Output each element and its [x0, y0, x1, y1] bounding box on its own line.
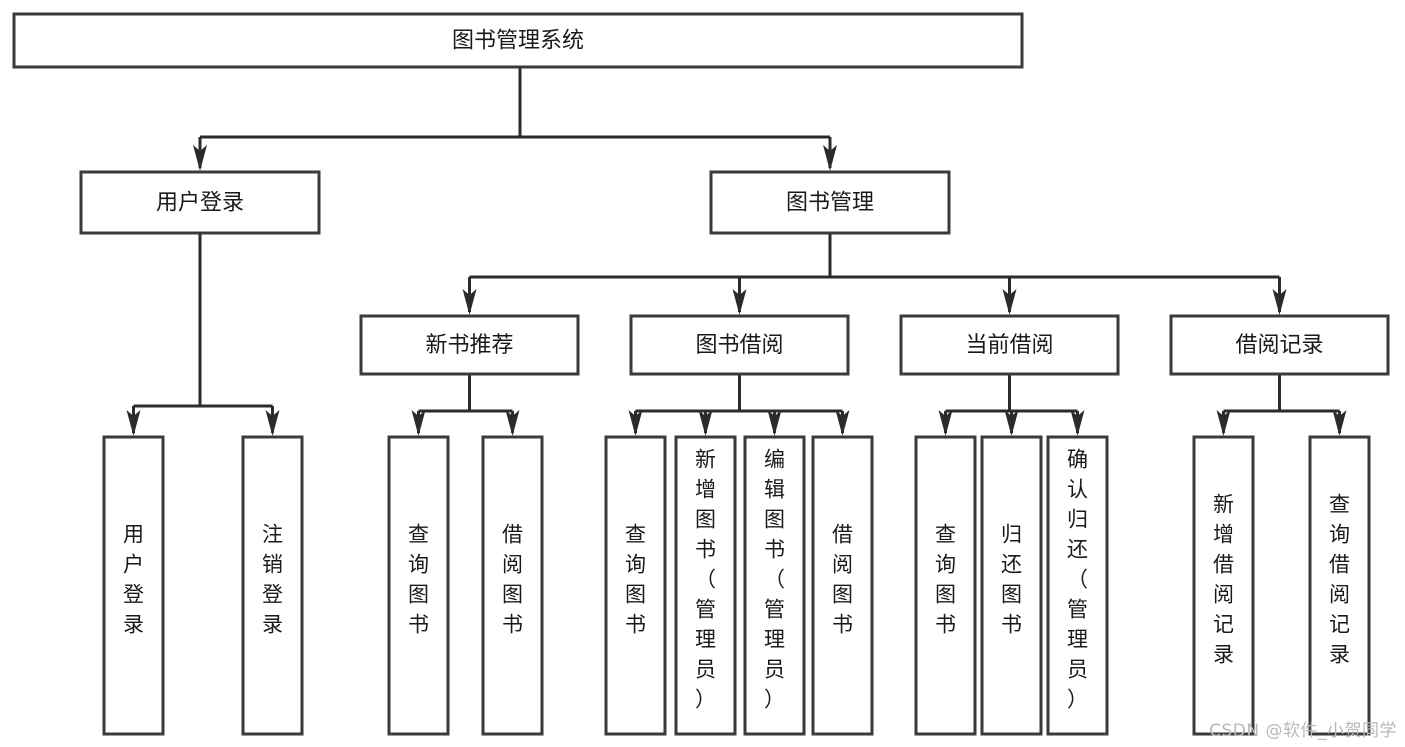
- arrowhead-icon: [1004, 410, 1019, 436]
- node-leaf-borrow-book[interactable]: 借阅图书: [811, 435, 874, 736]
- arrowhead-icon: [1070, 410, 1085, 436]
- node-user-login[interactable]: 用户登录: [79, 170, 321, 235]
- node-new-book-rec-box: [359, 314, 580, 376]
- node-root-system-box: [12, 12, 1024, 69]
- node-leaf-query-book-bor-label: 查询图书: [625, 523, 646, 637]
- node-leaf-confirm-return-label: 确认归还（管理员）: [1067, 448, 1088, 712]
- node-leaf-confirm-return-box: [1046, 435, 1109, 736]
- arrowhead-icon: [462, 289, 477, 315]
- node-book-borrow-box: [629, 314, 850, 376]
- node-new-book-rec-label: 新书推荐: [425, 333, 513, 358]
- node-borrow-record-label: 借阅记录: [1235, 333, 1323, 358]
- arrowhead-icon: [126, 410, 141, 436]
- node-leaf-add-book[interactable]: 新增图书（管理员）: [674, 435, 737, 736]
- arrowhead-icon: [1332, 410, 1347, 436]
- node-leaf-query-book-bor-box: [604, 435, 667, 736]
- arrowhead-icon: [1002, 289, 1017, 315]
- node-book-manage[interactable]: 图书管理: [709, 170, 951, 235]
- node-leaf-edit-book-box: [743, 435, 806, 736]
- node-user-login-box: [79, 170, 321, 235]
- arrowhead-icon: [505, 410, 520, 436]
- arrowhead-icon: [628, 410, 643, 436]
- arrowhead-icon: [698, 410, 713, 436]
- node-leaf-query-record-label: 查询借阅记录: [1329, 493, 1350, 667]
- node-leaf-query-book-rec[interactable]: 查询图书: [387, 435, 450, 736]
- node-leaf-query-book-cur-label: 查询图书: [935, 523, 956, 637]
- node-leaf-borrow-book-box: [811, 435, 874, 736]
- node-leaf-query-book-bor[interactable]: 查询图书: [604, 435, 667, 736]
- node-leaf-query-record-box: [1308, 435, 1371, 736]
- arrowhead-icon: [823, 145, 837, 171]
- arrowhead-icon: [1272, 289, 1287, 315]
- node-leaf-borrow-book-rec-box: [481, 435, 544, 736]
- node-leaf-add-book-box: [674, 435, 737, 736]
- node-leaf-confirm-return[interactable]: 确认归还（管理员）: [1046, 435, 1109, 736]
- node-leaf-query-book-cur-box: [914, 435, 977, 736]
- node-current-borrow-label: 当前借阅: [965, 333, 1053, 358]
- node-leaf-user-login[interactable]: 用户登录: [102, 435, 165, 736]
- node-leaf-logout-box: [241, 435, 304, 736]
- node-book-manage-box: [709, 170, 951, 235]
- node-leaf-add-book-label: 新增图书（管理员）: [695, 448, 716, 712]
- node-leaf-logout-label: 注销登录: [262, 523, 283, 637]
- node-root-system-label: 图书管理系统: [452, 29, 584, 54]
- node-book-manage-label: 图书管理: [786, 191, 874, 216]
- arrowhead-icon: [767, 410, 782, 436]
- node-leaf-return-book[interactable]: 归还图书: [980, 435, 1043, 736]
- node-leaf-borrow-book-rec[interactable]: 借阅图书: [481, 435, 544, 736]
- node-leaf-edit-book-label: 编辑图书（管理员）: [764, 448, 785, 712]
- node-book-borrow[interactable]: 图书借阅: [629, 314, 850, 376]
- node-user-login-label: 用户登录: [156, 191, 244, 216]
- arrowhead-icon: [732, 289, 747, 315]
- node-root-system[interactable]: 图书管理系统: [12, 12, 1024, 69]
- node-leaf-logout[interactable]: 注销登录: [241, 435, 304, 736]
- node-new-book-rec[interactable]: 新书推荐: [359, 314, 580, 376]
- arrowhead-icon: [835, 410, 850, 436]
- nodes-layer: 图书管理系统用户登录图书管理新书推荐图书借阅当前借阅借阅记录用户登录注销登录查询…: [12, 12, 1390, 736]
- node-leaf-add-record[interactable]: 新增借阅记录: [1192, 435, 1255, 736]
- node-leaf-return-book-box: [980, 435, 1043, 736]
- node-leaf-edit-book[interactable]: 编辑图书（管理员）: [743, 435, 806, 736]
- node-book-borrow-label: 图书借阅: [695, 333, 783, 358]
- arrowhead-icon: [938, 410, 953, 436]
- node-borrow-record-box: [1169, 314, 1390, 376]
- node-leaf-borrow-book-label: 借阅图书: [832, 523, 853, 637]
- node-leaf-user-login-box: [102, 435, 165, 736]
- node-current-borrow[interactable]: 当前借阅: [899, 314, 1120, 376]
- node-leaf-add-record-label: 新增借阅记录: [1213, 493, 1234, 667]
- node-leaf-query-book-rec-box: [387, 435, 450, 736]
- node-leaf-return-book-label: 归还图书: [1001, 523, 1022, 637]
- arrowhead-icon: [193, 145, 207, 171]
- node-leaf-borrow-book-rec-label: 借阅图书: [502, 523, 523, 637]
- arrowhead-icon: [1216, 410, 1231, 436]
- node-leaf-query-record[interactable]: 查询借阅记录: [1308, 435, 1371, 736]
- arrowhead-icon: [411, 410, 426, 436]
- node-leaf-user-login-label: 用户登录: [123, 523, 144, 637]
- node-leaf-query-book-cur[interactable]: 查询图书: [914, 435, 977, 736]
- node-leaf-add-record-box: [1192, 435, 1255, 736]
- arrowhead-icon: [265, 410, 280, 436]
- node-current-borrow-box: [899, 314, 1120, 376]
- node-leaf-query-book-rec-label: 查询图书: [408, 523, 429, 637]
- edges-layer: [126, 67, 1347, 436]
- node-borrow-record[interactable]: 借阅记录: [1169, 314, 1390, 376]
